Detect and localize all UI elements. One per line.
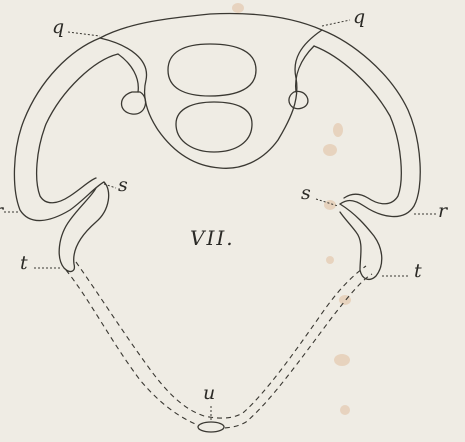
label-s-left: s — [118, 176, 128, 195]
label-t-right: t — [414, 262, 422, 281]
lower-cavity — [176, 102, 252, 152]
label-q-right: q — [353, 8, 365, 27]
label-t-left: t — [20, 254, 28, 273]
left-arm-inner — [37, 54, 118, 203]
paper-stains — [232, 3, 351, 415]
left-arm-link — [118, 54, 138, 92]
node-u — [198, 422, 224, 432]
left-arm-outer — [14, 38, 104, 221]
right-knob — [289, 91, 308, 108]
leader-s-left — [104, 184, 116, 188]
right-arm-inner — [314, 46, 401, 204]
membrane-inner — [76, 262, 366, 418]
label-s-right: s — [301, 184, 311, 203]
label-r-right: r — [438, 202, 447, 221]
leader-q-left — [68, 32, 100, 36]
figure-number: VII. — [190, 228, 235, 248]
right-lower-lobe — [340, 204, 382, 279]
vertebral-body — [100, 14, 322, 169]
left-knob — [122, 92, 146, 114]
label-q-left: q — [52, 18, 64, 37]
leader-q-right — [322, 20, 350, 26]
left-lower-lobe — [59, 182, 108, 271]
label-r-left: r — [0, 202, 3, 221]
right-arm-link — [296, 46, 314, 92]
label-u: u — [203, 384, 215, 403]
membrane-outer — [66, 270, 372, 428]
upper-cavity — [168, 44, 256, 96]
